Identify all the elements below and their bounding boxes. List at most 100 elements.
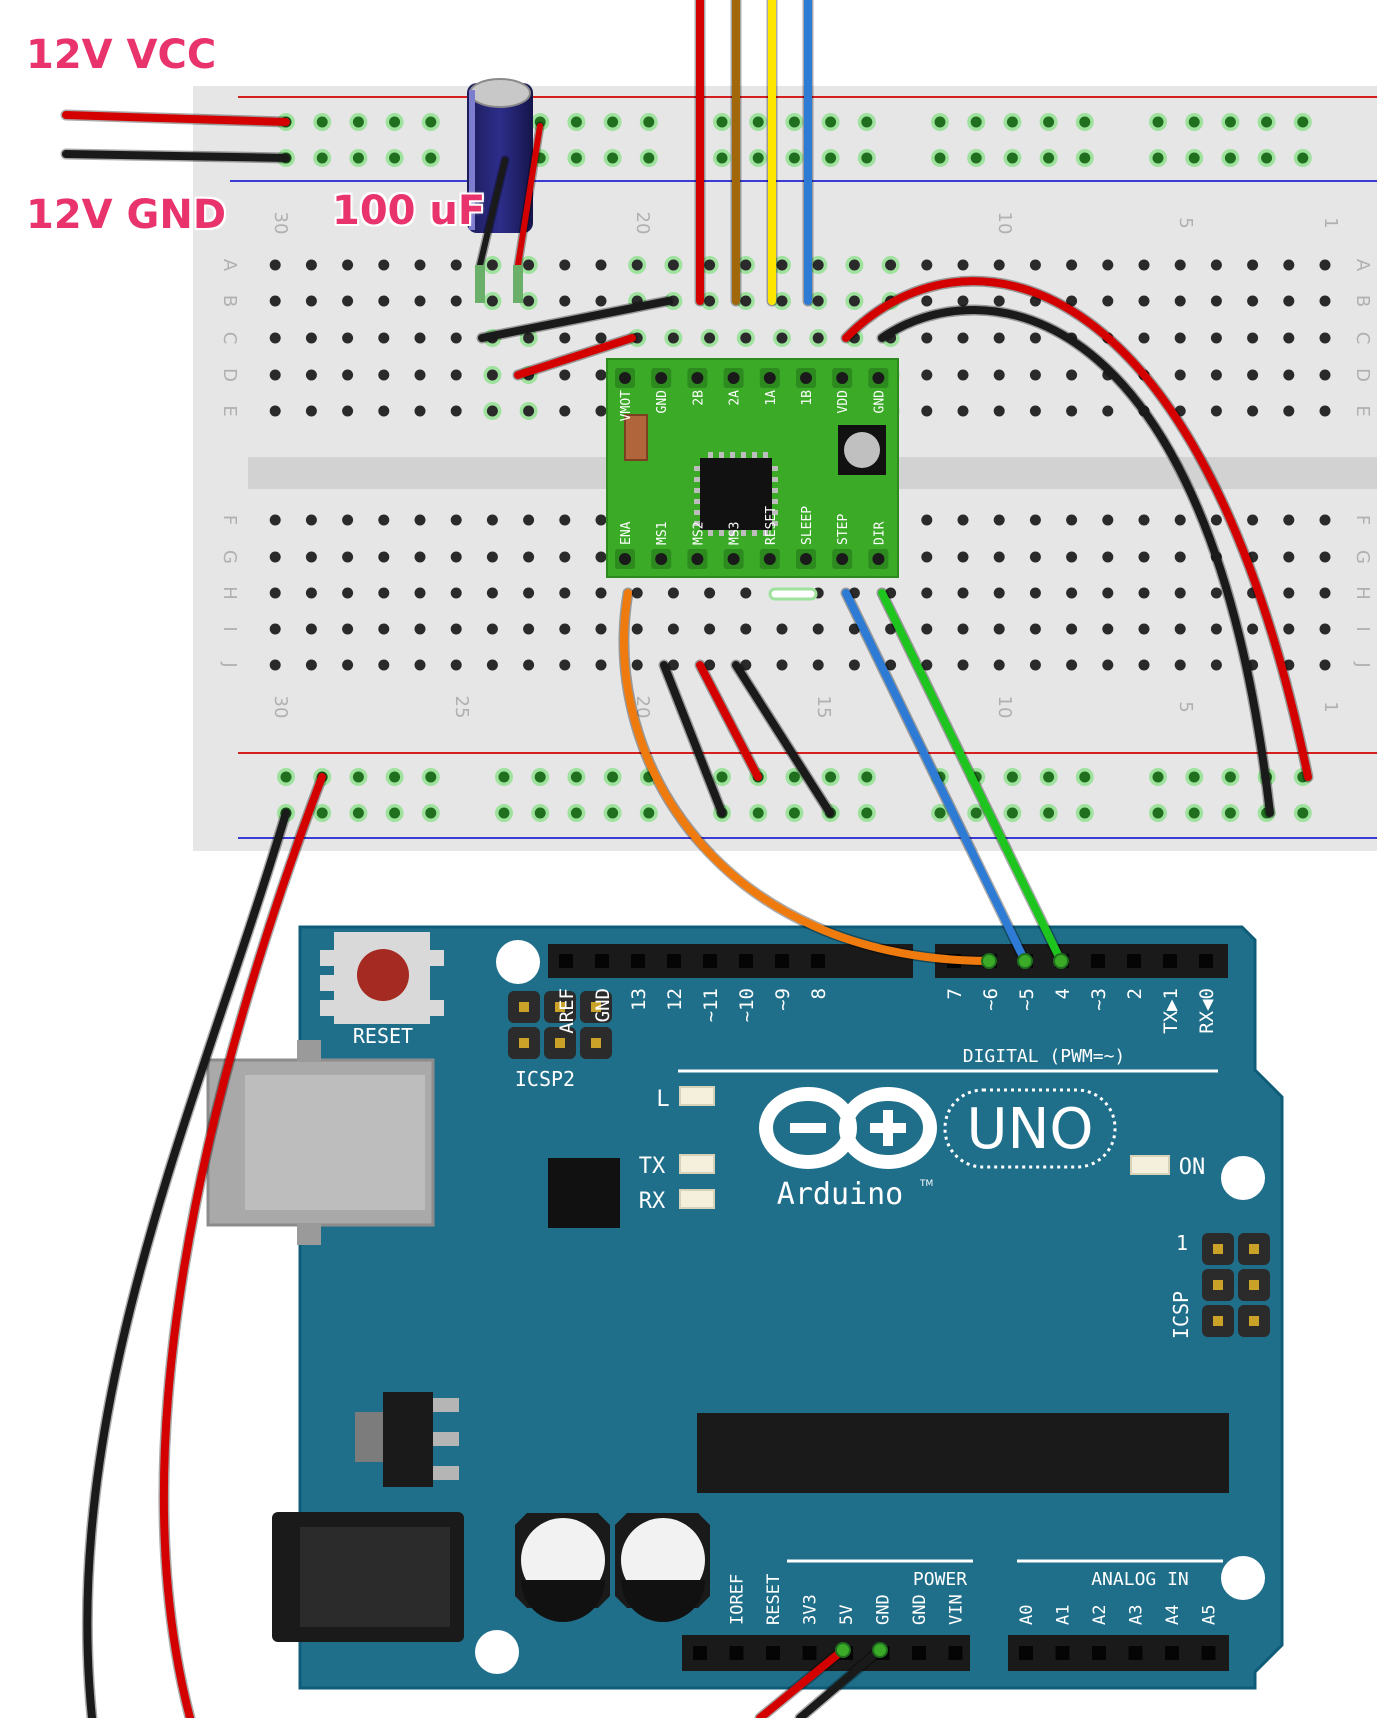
rail-hole[interactable]: [1224, 152, 1236, 164]
breadboard-hole[interactable]: [1319, 259, 1331, 271]
driver-pin[interactable]: [763, 372, 776, 384]
breadboard-hole[interactable]: [1138, 295, 1150, 307]
breadboard-hole[interactable]: [740, 332, 752, 344]
rail-hole[interactable]: [934, 807, 946, 819]
breadboard-hole[interactable]: [1066, 514, 1078, 526]
analog-socket[interactable]: [1128, 1646, 1143, 1660]
breadboard-hole[interactable]: [269, 587, 281, 599]
analog-socket[interactable]: [1019, 1646, 1033, 1660]
breadboard-hole[interactable]: [921, 259, 933, 271]
driver-pin[interactable]: [800, 553, 812, 565]
breadboard-hole[interactable]: [1066, 405, 1078, 417]
breadboard-hole[interactable]: [1138, 332, 1150, 344]
digital-socket[interactable]: [811, 954, 825, 968]
rail-hole[interactable]: [389, 116, 401, 128]
rail-hole[interactable]: [389, 807, 401, 819]
rail-hole[interactable]: [1297, 807, 1309, 819]
breadboard-hole[interactable]: [378, 369, 390, 381]
breadboard-hole[interactable]: [740, 295, 752, 307]
digital-socket[interactable]: [667, 954, 681, 968]
breadboard-hole[interactable]: [1066, 369, 1078, 381]
breadboard-hole[interactable]: [342, 623, 354, 635]
breadboard-hole[interactable]: [1247, 623, 1259, 635]
breadboard-hole[interactable]: [921, 659, 933, 671]
power-5v-wire[interactable]: [756, 1646, 847, 1718]
breadboard-hole[interactable]: [450, 659, 462, 671]
breadboard-hole[interactable]: [269, 332, 281, 344]
breadboard-hole[interactable]: [993, 587, 1005, 599]
breadboard-hole[interactable]: [740, 587, 752, 599]
driver-pin[interactable]: [727, 553, 740, 565]
breadboard-hole[interactable]: [1029, 332, 1041, 344]
breadboard-hole[interactable]: [595, 623, 607, 635]
breadboard-hole[interactable]: [740, 259, 752, 271]
rail-hole[interactable]: [1188, 807, 1200, 819]
breadboard-hole[interactable]: [523, 623, 535, 635]
breadboard-hole[interactable]: [704, 332, 716, 344]
breadboard-hole[interactable]: [414, 295, 426, 307]
breadboard-hole[interactable]: [957, 369, 969, 381]
rail-hole[interactable]: [1297, 152, 1309, 164]
breadboard-hole[interactable]: [631, 623, 643, 635]
breadboard-hole[interactable]: [342, 369, 354, 381]
rail-hole[interactable]: [425, 771, 437, 783]
enable-wire[interactable]: [620, 589, 993, 965]
breadboard-hole[interactable]: [776, 295, 788, 307]
rail-hole[interactable]: [1188, 116, 1200, 128]
breadboard-hole[interactable]: [486, 259, 498, 271]
rail-hole[interactable]: [1079, 152, 1091, 164]
rail-hole[interactable]: [607, 807, 619, 819]
breadboard-hole[interactable]: [559, 259, 571, 271]
rail-hole[interactable]: [607, 771, 619, 783]
breadboard-hole[interactable]: [885, 587, 897, 599]
breadboard-hole[interactable]: [378, 295, 390, 307]
icsp-pin[interactable]: [1249, 1316, 1259, 1326]
rail-hole[interactable]: [1006, 116, 1018, 128]
driver-pin[interactable]: [836, 372, 849, 384]
breadboard-hole[interactable]: [450, 551, 462, 563]
breadboard-hole[interactable]: [1029, 659, 1041, 671]
breadboard-hole[interactable]: [1210, 623, 1222, 635]
breadboard-hole[interactable]: [450, 259, 462, 271]
breadboard-hole[interactable]: [1066, 259, 1078, 271]
capacitor-lead-black[interactable]: [477, 157, 508, 268]
breadboard-hole[interactable]: [631, 659, 643, 671]
breadboard-hole[interactable]: [414, 551, 426, 563]
breadboard-hole[interactable]: [1319, 405, 1331, 417]
breadboard-hole[interactable]: [523, 587, 535, 599]
breadboard-hole[interactable]: [1029, 369, 1041, 381]
rail-hole[interactable]: [352, 116, 364, 128]
breadboard-hole[interactable]: [1174, 659, 1186, 671]
breadboard-hole[interactable]: [1102, 514, 1114, 526]
rail-hole[interactable]: [716, 152, 728, 164]
rail-hole[interactable]: [861, 807, 873, 819]
rail-hole[interactable]: [788, 807, 800, 819]
breadboard-hole[interactable]: [812, 623, 824, 635]
analog-socket[interactable]: [1055, 1646, 1070, 1660]
digital-socket[interactable]: [775, 954, 789, 968]
breadboard-hole[interactable]: [595, 405, 607, 417]
breadboard-hole[interactable]: [704, 295, 716, 307]
breadboard-hole[interactable]: [269, 369, 281, 381]
rail-hole[interactable]: [970, 807, 982, 819]
icsp-pin[interactable]: [519, 1038, 529, 1048]
arduino-gnd-wire[interactable]: [83, 809, 290, 1718]
breadboard-hole[interactable]: [1319, 623, 1331, 635]
rail-hole[interactable]: [1261, 152, 1273, 164]
breadboard-hole[interactable]: [1029, 259, 1041, 271]
driver-pin[interactable]: [836, 553, 849, 565]
rail-hole[interactable]: [280, 771, 292, 783]
breadboard-hole[interactable]: [595, 332, 607, 344]
breadboard-hole[interactable]: [1247, 405, 1259, 417]
breadboard-hole[interactable]: [414, 623, 426, 635]
breadboard-hole[interactable]: [885, 259, 897, 271]
breadboard-hole[interactable]: [1029, 623, 1041, 635]
breadboard-hole[interactable]: [559, 587, 571, 599]
breadboard-hole[interactable]: [993, 623, 1005, 635]
breadboard-hole[interactable]: [1319, 332, 1331, 344]
power-gnd-wire[interactable]: [796, 1646, 884, 1718]
icsp-pin[interactable]: [1213, 1244, 1223, 1254]
breadboard-hole[interactable]: [704, 259, 716, 271]
power-socket[interactable]: [729, 1646, 744, 1660]
breadboard-hole[interactable]: [269, 259, 281, 271]
